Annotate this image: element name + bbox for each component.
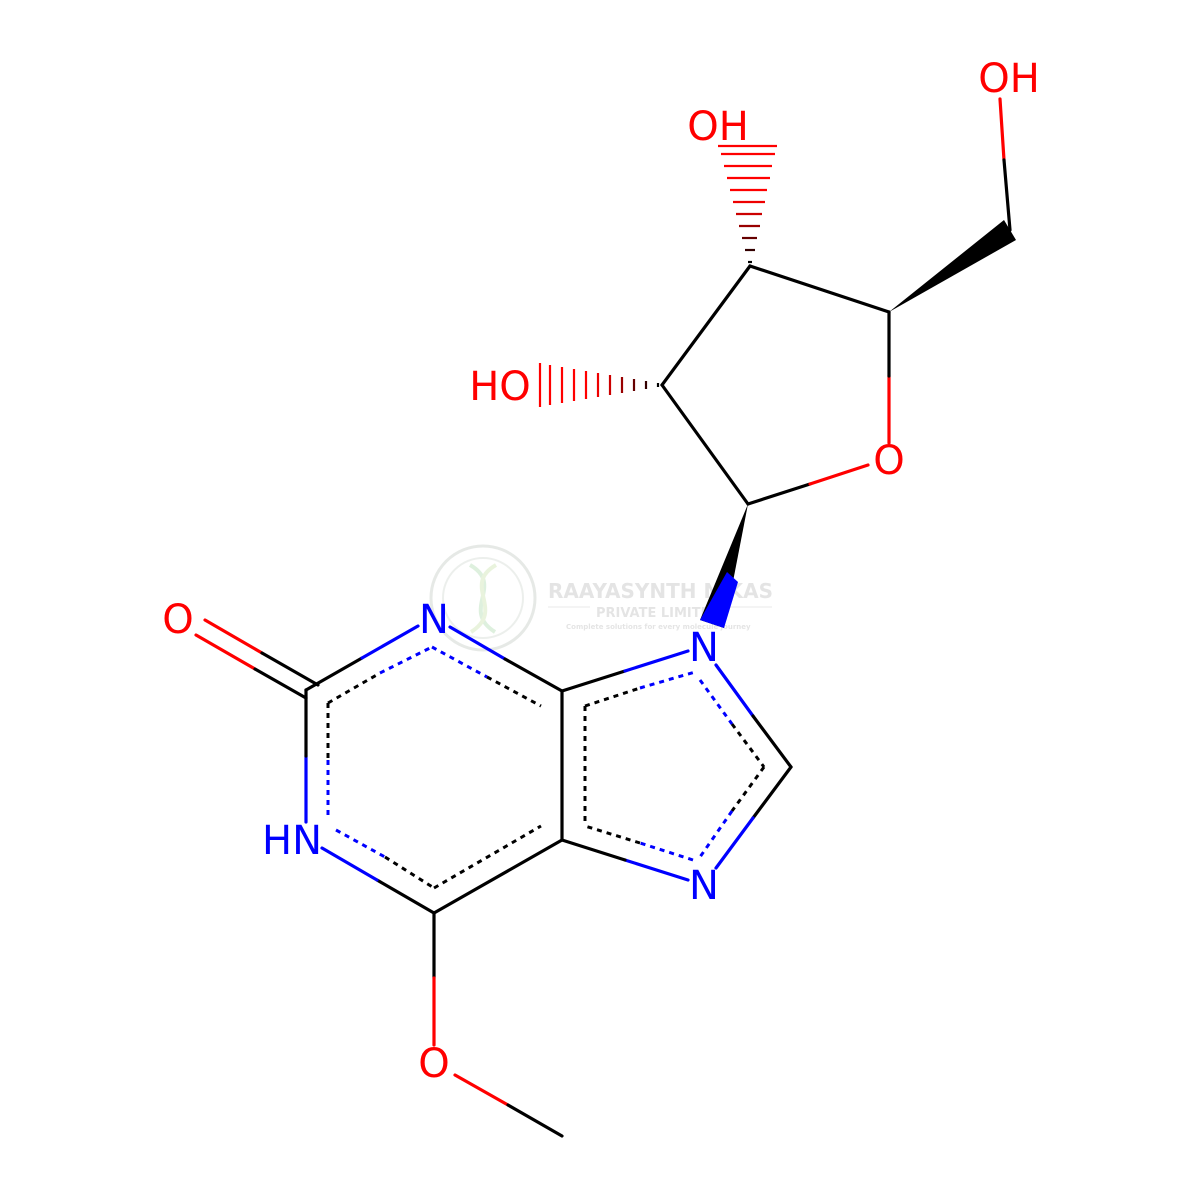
bond-n7-c5 xyxy=(623,858,690,882)
bond-c2-n3 xyxy=(304,656,364,692)
atom-o-carbonyl: O xyxy=(162,597,193,643)
atom-ho-c2: HO xyxy=(469,364,531,410)
bond-c3-c2 xyxy=(660,264,752,387)
bond-oh-ch2 xyxy=(998,97,1006,162)
watermark: RAAYASYNTH NIKAS PRIVATE LIMITED Complet… xyxy=(429,544,773,652)
atom-labels: OH OH HO O O N N HN N O xyxy=(162,56,1040,1087)
bond-c4-c3 xyxy=(748,264,891,314)
hash-bond-c3-oh xyxy=(718,144,777,264)
bond-c6-n1 xyxy=(375,878,436,915)
watermark-line1: RAAYASYNTH NIKAS xyxy=(548,579,773,603)
atom-oh-top: OH xyxy=(978,56,1040,102)
aromatic-dashes xyxy=(326,645,766,890)
wedge-c4-ch2 xyxy=(889,220,1016,312)
bond-c5-c6 xyxy=(432,838,564,915)
watermark-line3: Complete solutions for every molecule jo… xyxy=(566,623,751,631)
bond-carbonyl-2 xyxy=(203,618,264,655)
atom-hn1: HN xyxy=(262,818,322,864)
watermark-logo-icon xyxy=(429,544,537,652)
atom-o-methoxy: O xyxy=(418,1041,449,1087)
bond-c4-n9 xyxy=(560,669,627,693)
bonds xyxy=(194,97,1012,1138)
bond-c2-c1 xyxy=(660,383,750,506)
bond-c1-o4 xyxy=(746,482,812,506)
bond-n9-c8 xyxy=(714,663,755,718)
atom-n3: N xyxy=(419,597,449,643)
bond-c8-n7 xyxy=(751,765,793,820)
bond-n3-c4 xyxy=(448,625,507,661)
watermark-line2: PRIVATE LIMITED xyxy=(596,606,721,621)
wedge-bonds xyxy=(700,220,1016,628)
bond-carbonyl-1 xyxy=(194,633,257,671)
atom-n9: N xyxy=(689,625,719,671)
hash-bond-c2-oh xyxy=(538,363,660,407)
bond-o-ch3 xyxy=(453,1073,510,1107)
atom-o-ring: O xyxy=(873,438,904,484)
atom-n7: N xyxy=(689,863,719,909)
atom-oh-c3: OH xyxy=(687,104,749,150)
wedge-c1-n9 xyxy=(700,504,748,628)
